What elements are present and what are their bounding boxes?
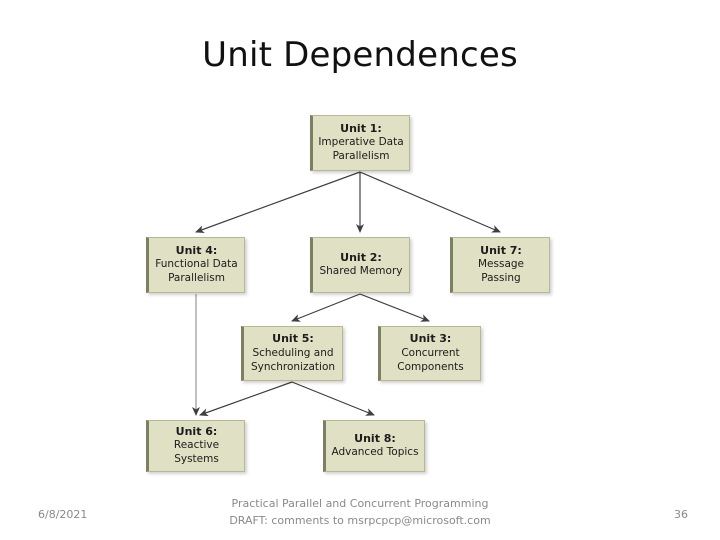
footer-line1: Practical Parallel and Concurrent Progra… [231, 497, 489, 510]
node-unit5-title: Unit 5: [272, 332, 314, 346]
footer-center: Practical Parallel and Concurrent Progra… [180, 496, 540, 529]
edge-unit5-to-unit6 [199, 381, 293, 417]
node-unit4-desc-line1: Functional Data [155, 258, 238, 271]
node-unit6-title: Unit 6: [175, 424, 218, 438]
node-unit4-title: Unit 4: [175, 243, 218, 257]
node-unit5-desc-line1: Scheduling and [252, 346, 334, 359]
edge-unit1-to-unit7 [359, 171, 501, 233]
edge-unit2-to-unit5 [291, 293, 361, 322]
node-unit2-desc-line1: Shared Memory [319, 265, 403, 278]
node-unit5-desc-line2: Synchronization [250, 360, 336, 373]
edge-unit5-to-unit8 [291, 381, 375, 416]
footer-page-number: 36 [674, 508, 688, 521]
node-unit3-desc-line2: Components [397, 360, 464, 373]
node-unit5[interactable]: Unit 5: Scheduling and Synchronization [241, 326, 343, 381]
edge-unit2-to-unit3 [359, 293, 430, 322]
node-unit1-desc-line1: Imperative Data [318, 136, 404, 149]
node-unit8[interactable]: Unit 8: Advanced Topics [323, 420, 425, 472]
node-unit3[interactable]: Unit 3: Concurrent Components [378, 326, 481, 381]
node-unit6-desc-line1: Reactive Systems [173, 439, 220, 466]
node-unit4-desc-line2: Parallelism [168, 272, 225, 285]
node-unit3-desc-line1: Concurrent [401, 346, 460, 359]
footer-date: 6/8/2021 [38, 508, 88, 521]
node-unit1-title: Unit 1: [340, 121, 382, 135]
node-unit8-desc-line1: Advanced Topics [331, 446, 419, 459]
node-unit1[interactable]: Unit 1: Imperative Data Parallelism [310, 115, 410, 171]
footer-line2: DRAFT: comments to msrpcpcp@microsoft.co… [229, 513, 491, 527]
node-unit7-desc-line1: Message Passing [477, 258, 525, 285]
page-title: Unit Dependences [202, 35, 518, 75]
node-unit2[interactable]: Unit 2: Shared Memory [310, 237, 410, 293]
node-unit6[interactable]: Unit 6: Reactive Systems [146, 420, 245, 472]
node-unit7[interactable]: Unit 7: Message Passing [450, 237, 550, 293]
node-unit4[interactable]: Unit 4: Functional Data Parallelism [146, 237, 245, 293]
edge-unit1-to-unit4 [195, 171, 361, 234]
node-unit2-title: Unit 2: [340, 250, 382, 264]
node-unit8-title: Unit 8: [354, 431, 396, 445]
node-unit1-desc-line2: Parallelism [332, 150, 390, 163]
node-unit3-title: Unit 3: [409, 332, 452, 346]
node-unit7-title: Unit 7: [480, 243, 522, 257]
